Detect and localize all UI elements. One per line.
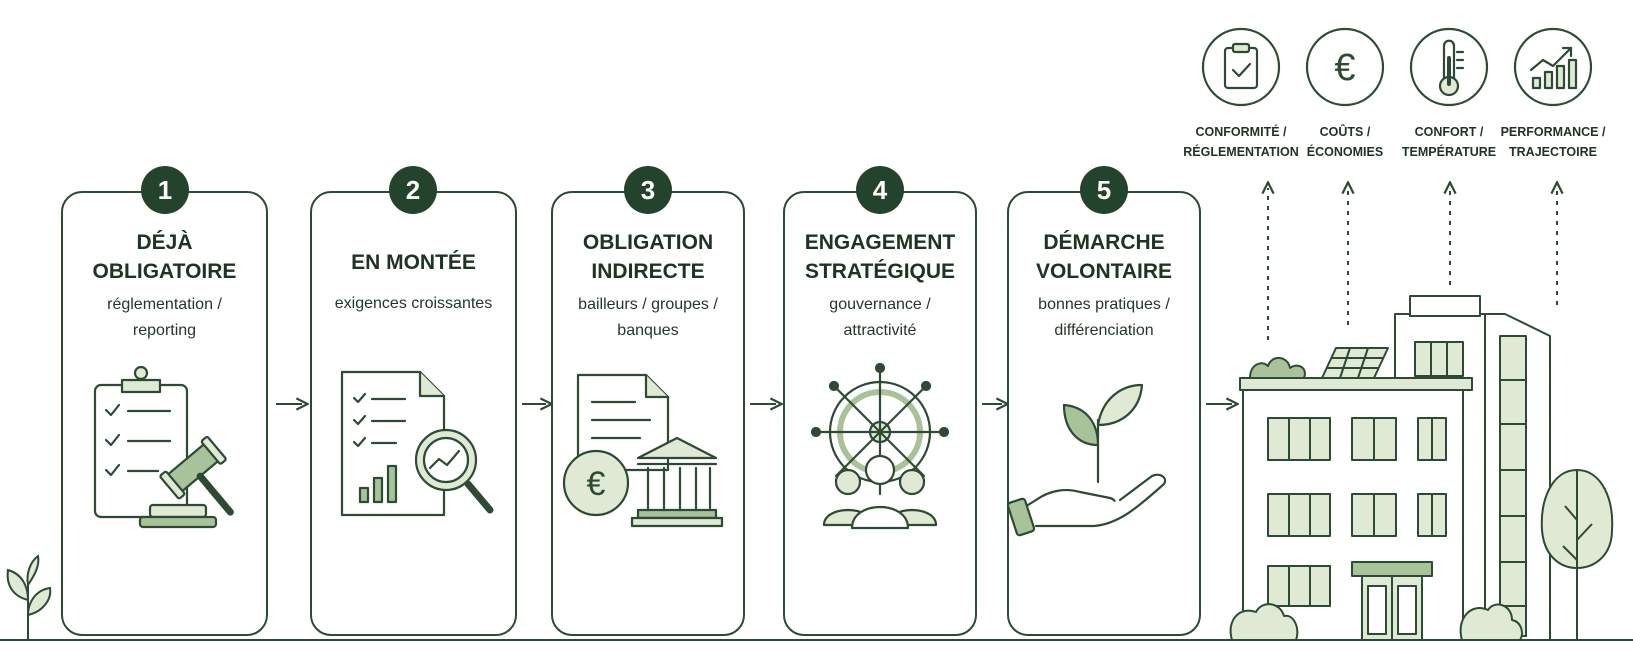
step-2-subtitle: exigences croissantes [334, 295, 493, 312]
outcome-label-conformite: CONFORMITÉ / RÉGLEMENTATION [1183, 125, 1299, 159]
step-number-2: 2 [389, 166, 437, 214]
outcome-label-performance: PERFORMANCE / TRAJECTOIRE [1500, 125, 1606, 159]
document-search-icon [340, 370, 494, 517]
small-plant-icon [6, 554, 52, 640]
step-5-title: DÉMARCHE VOLONTAIRE [1035, 231, 1173, 283]
step-3-text: OBLIGATION INDIRECTE bailleurs / groupes… [552, 228, 744, 344]
step-number-4: 4 [856, 166, 904, 214]
step-3-subtitle: bailleurs / groupes / banques [578, 296, 718, 339]
step-5-text: DÉMARCHE VOLONTAIRE bonnes pratiques / d… [1008, 228, 1200, 344]
ship-wheel-people-icon [810, 362, 950, 530]
step-number-3: 3 [624, 166, 672, 214]
step-5-subtitle: bonnes pratiques / différenciation [1038, 296, 1170, 339]
dashed-up-arrows [1268, 188, 1557, 340]
step-number-1: 1 [141, 166, 189, 214]
step-4-text: ENGAGEMENT STRATÉGIQUE gouvernance / att… [784, 228, 976, 344]
growth-chart-icon [1529, 46, 1578, 90]
svg-text:€: € [587, 465, 606, 503]
outcome-icons: € [1201, 27, 1593, 107]
clipboard-gavel-icon [93, 365, 234, 529]
step-1-title: DÉJÀ OBLIGATOIRE [92, 231, 237, 283]
bank-finance-icon: € [562, 373, 724, 528]
step-number-5: 5 [1080, 166, 1128, 214]
step-2-text: EN MONTÉE exigences croissantes [311, 248, 516, 317]
step-3-title: OBLIGATION INDIRECTE [582, 231, 714, 283]
thermometer-icon [1438, 39, 1465, 97]
clipboard-check-icon [1223, 42, 1259, 90]
outcome-label-confort: CONFORT / TEMPÉRATURE [1401, 125, 1497, 159]
hand-sprout-icon [1006, 383, 1167, 537]
step-4-title: ENGAGEMENT STRATÉGIQUE [804, 231, 956, 283]
step-4-subtitle: gouvernance / attractivité [829, 296, 931, 339]
step-2-title: EN MONTÉE [351, 251, 476, 274]
step-1-subtitle: réglementation / reporting [107, 296, 222, 339]
outcome-label-couts: COÛTS / ÉCONOMIES [1306, 125, 1384, 159]
step-1-text: DÉJÀ OBLIGATOIRE réglementation / report… [62, 228, 267, 344]
euro-icon: € [1334, 47, 1355, 89]
building-illustration [1229, 295, 1614, 641]
